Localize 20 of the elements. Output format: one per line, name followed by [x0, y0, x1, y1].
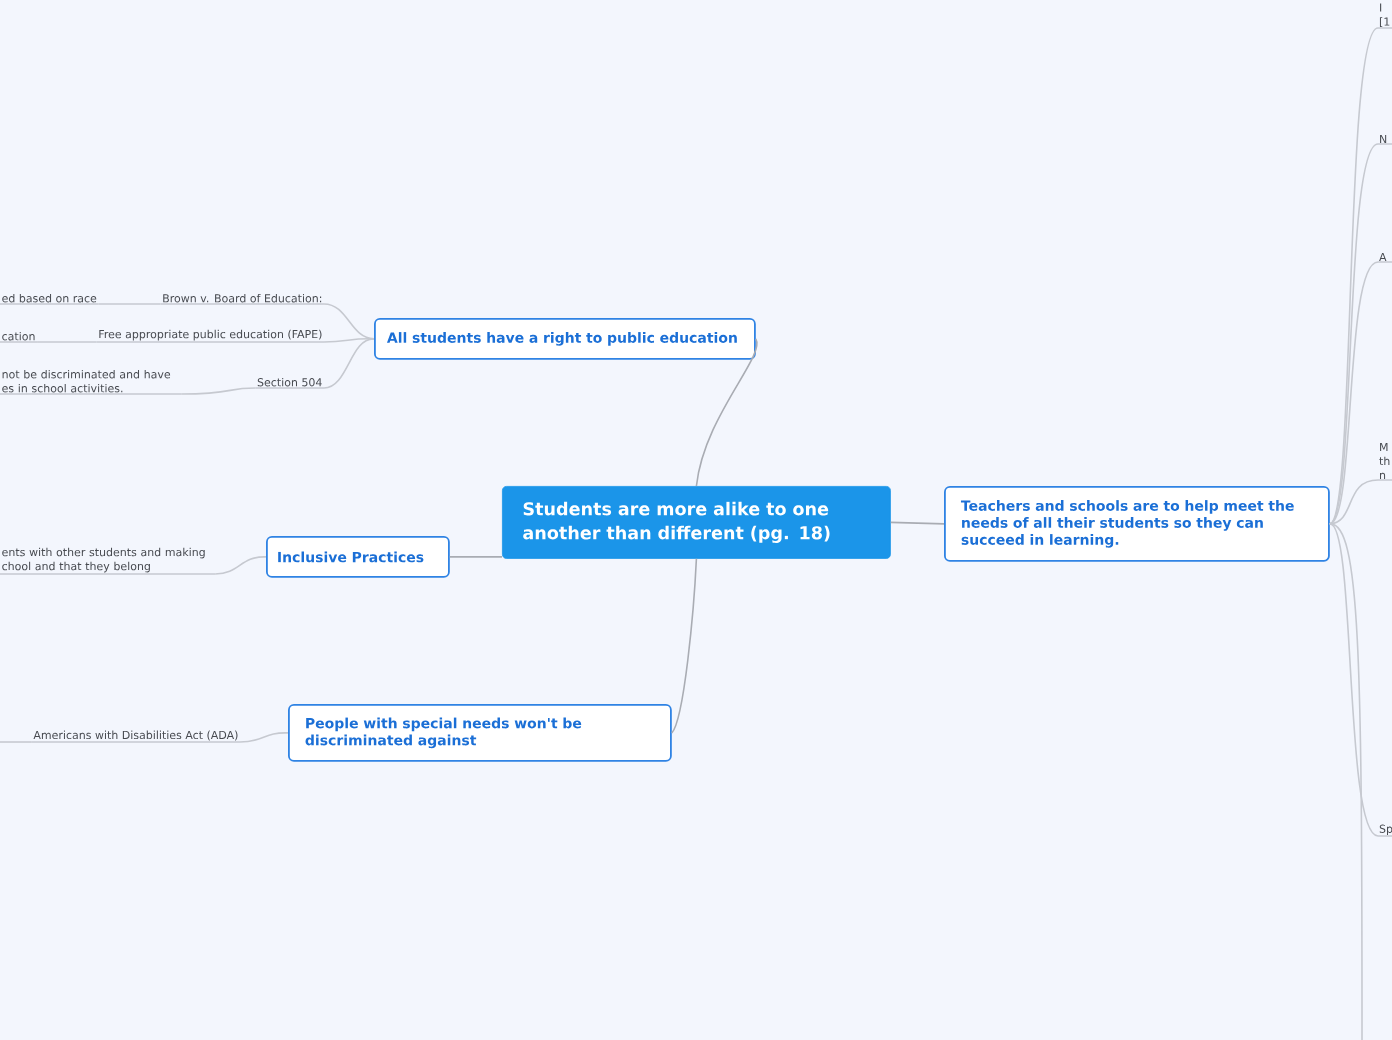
connector-line: [1329, 27, 1379, 525]
connector-line: [36, 341, 98, 343]
connector-line: [180, 387, 257, 395]
connector-line: [97, 303, 162, 305]
connector-line: [1329, 479, 1379, 525]
connector-line: [1329, 261, 1379, 525]
connector-line: [214, 556, 267, 575]
connector-line: [449, 556, 503, 558]
connector-line: [671, 558, 698, 734]
connector-line: [1329, 523, 1363, 1040]
connector-line: [323, 303, 375, 340]
connector-line: [890, 521, 945, 525]
connector-line: [695, 338, 758, 487]
connector-line: [1329, 143, 1379, 525]
connector-line: [0, 741, 33, 743]
connector-line: [323, 337, 375, 343]
central-topic-box: Students are more alike to one another than different (pg. 18): [502, 486, 891, 559]
connector-line: [323, 338, 375, 389]
connector-line: [239, 732, 289, 743]
connector-line: [1329, 523, 1379, 837]
